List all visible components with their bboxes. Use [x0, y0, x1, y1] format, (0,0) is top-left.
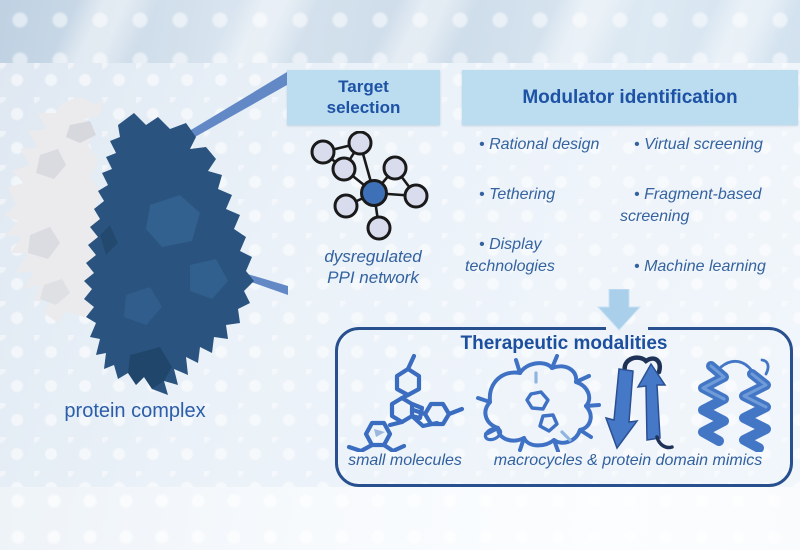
border-gap [606, 325, 648, 334]
ppi-network-caption: dysregulated PPI network [324, 247, 422, 287]
modulator-identification-header: Modulator identification [462, 70, 798, 125]
small-molecules-label: small molecules [348, 452, 462, 469]
list-item: • Fragment-based screening [620, 186, 762, 225]
macrocycle-icon [476, 354, 601, 452]
therapeutic-modalities-title: Therapeutic modalities [460, 333, 668, 354]
modulator-list-left: • Rational design • Tethering • Display … [465, 134, 617, 306]
small-molecule-icon [346, 353, 465, 452]
protein-complex-label: protein complex [64, 400, 206, 422]
list-item: • Rational design [479, 136, 600, 153]
network-hub-node [360, 179, 388, 207]
protein-complex-surface-icon [4, 97, 254, 395]
background-bottom-band [0, 487, 800, 550]
ppi-network-icon [310, 131, 429, 241]
network-nodes [310, 131, 429, 241]
protein-blue-partner [84, 113, 254, 395]
list-item: • Display technologies [465, 236, 555, 275]
background-top-band [0, 0, 800, 63]
down-arrow-icon [596, 289, 642, 331]
list-item: • Machine learning [634, 258, 766, 275]
list-item: • Virtual screening [634, 136, 763, 153]
helix-bundle-icon [698, 358, 771, 452]
beta-hairpin-icon [604, 355, 674, 450]
macrocycles-mimics-label: macrocycles & protein domain mimics [493, 452, 763, 469]
protein-white-partner [4, 97, 106, 323]
list-item: • Tethering [479, 186, 556, 203]
modulator-list-right: • Virtual screening • Fragment-based scr… [620, 134, 800, 306]
modality-structures [346, 353, 771, 452]
target-selection-header: Target selection [287, 70, 440, 125]
therapeutic-modalities-box [335, 327, 793, 487]
